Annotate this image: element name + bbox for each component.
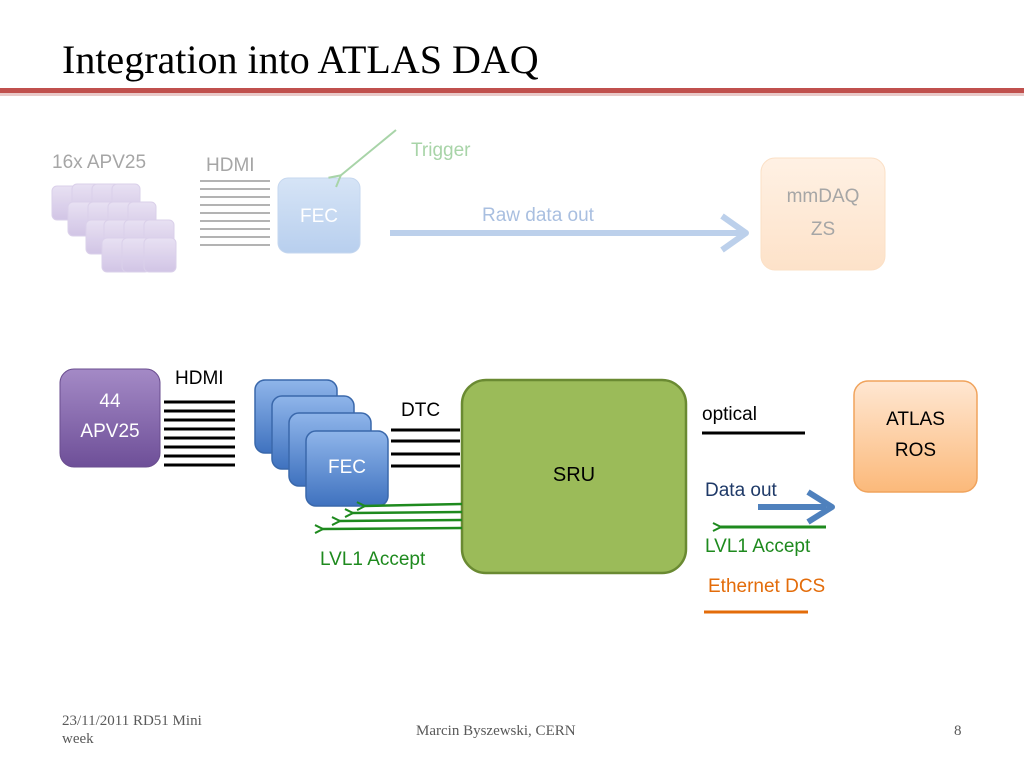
fec-label-faded: FEC (300, 206, 338, 227)
raw-data-label: Raw data out (482, 205, 594, 226)
fec-box-faded (277, 177, 361, 254)
mmdaq-label: mmDAQ (786, 186, 860, 207)
footer-date-line1: 23/11/2011 RD51 Mini (62, 713, 202, 729)
apv-stack-faded (51, 183, 177, 273)
fec-label: FEC (328, 457, 366, 478)
lvl1-accept-right-label: LVL1 Accept (705, 536, 811, 557)
dtc-lines (391, 428, 460, 468)
title-rule-shadow (0, 93, 1024, 96)
hdmi-label: HDMI (175, 368, 224, 389)
mmdaq-box-faded (760, 157, 886, 271)
sru-label: SRU (552, 464, 596, 486)
ethernet-dcs-label: Ethernet DCS (708, 576, 826, 597)
slide-title: Integration into ATLAS DAQ (62, 37, 539, 82)
lvl1-accept-arrows-left (322, 504, 463, 529)
zs-label: ZS (810, 219, 836, 240)
raw-data-arrow-faded (390, 213, 749, 253)
sru-box (460, 378, 688, 575)
atlas-label: ATLAS (886, 409, 945, 430)
trigger-label: Trigger (411, 140, 471, 161)
fec-stack (254, 379, 389, 507)
dtc-label: DTC (401, 400, 441, 421)
apv25-count-label: 44 (99, 391, 121, 412)
data-out-arrow (758, 489, 835, 525)
apv-label-faded: 16x APV25 (52, 152, 147, 173)
data-out-label: Data out (705, 480, 777, 501)
lvl1-accept-left-label: LVL1 Accept (320, 549, 426, 570)
hdmi-lines (164, 400, 235, 467)
footer-date-line2: week (62, 731, 94, 747)
page-number: 8 (954, 723, 962, 739)
ros-label: ROS (894, 440, 937, 461)
apv25-name-label: APV25 (80, 421, 140, 442)
optical-label: optical (702, 404, 757, 425)
atlas-ros-box (853, 380, 978, 493)
apv25-box (59, 368, 161, 468)
title-rule (0, 88, 1024, 93)
trigger-arrow (340, 129, 397, 176)
hdmi-lines-faded (200, 180, 270, 246)
hdmi-label-faded: HDMI (206, 155, 255, 176)
footer-author: Marcin Byszewski, CERN (416, 723, 576, 739)
